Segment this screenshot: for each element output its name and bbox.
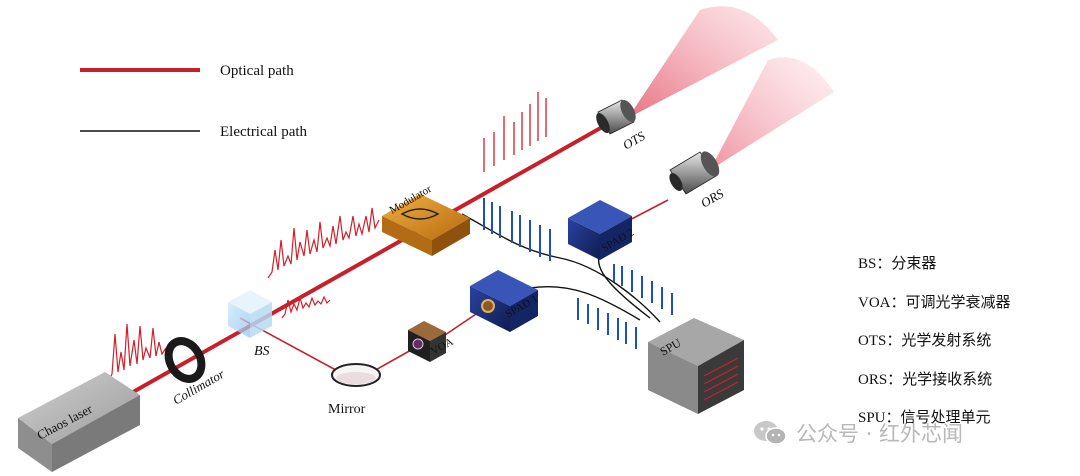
- waveform-traces: [107, 207, 380, 383]
- spad2: SPAD 2: [568, 200, 636, 260]
- chaos-waveform-near-laser: [107, 323, 167, 383]
- spad-pulse-trains: [483, 198, 673, 349]
- chaos-laser: Chaos laser: [18, 372, 140, 472]
- ots-beam-cone: [628, 6, 778, 118]
- voa: VOA: [408, 321, 456, 362]
- abbreviation-ors: ORS：光学接收系统: [858, 371, 993, 388]
- abbreviation-voa: VOA：可调光学衰减器: [858, 294, 1011, 311]
- optical-paths: [109, 115, 669, 407]
- legend-optical-label: Optical path: [220, 63, 294, 79]
- spad1: SPAD 1: [470, 270, 540, 332]
- abbreviation-bs: BS：分束器: [858, 256, 937, 272]
- beam-splitter: BS: [228, 290, 272, 359]
- mirror-label: Mirror: [328, 402, 366, 417]
- wechat-icon: [754, 421, 787, 445]
- spu: SPU: [648, 318, 744, 414]
- modulator-to-spu-wire: [461, 213, 661, 323]
- abbreviation-ots: OTS：光学发射系统: [858, 333, 992, 349]
- abbreviation-list: BS：分束器 VOA：可调光学衰减器 OTS：光学发射系统 ORS：光学接收系统…: [858, 252, 1080, 445]
- mirror: Mirror: [328, 363, 381, 417]
- spad1-to-spu-wire: [529, 285, 641, 321]
- reference-waveform: [281, 295, 331, 319]
- abbreviation-spu: SPU：信号处理单元: [858, 410, 991, 426]
- watermark: 公众号 · 红外芯闻: [752, 418, 963, 448]
- bs-label: BS: [254, 344, 270, 359]
- ors-label: ORS: [698, 185, 727, 210]
- ots-label: OTS: [620, 128, 648, 153]
- spu-indicator-grid: [703, 357, 739, 401]
- legend: Optical path Electrical path: [80, 63, 308, 140]
- ors-beam-cone: [710, 57, 834, 170]
- chaos-waveform-before-modulator: [267, 207, 380, 279]
- main-optical-beam: [109, 115, 621, 407]
- legend-electrical-label: Electrical path: [220, 124, 308, 140]
- watermark-text: 公众号 · 红外芯闻: [796, 422, 964, 446]
- ots-pulse-train: [483, 92, 547, 172]
